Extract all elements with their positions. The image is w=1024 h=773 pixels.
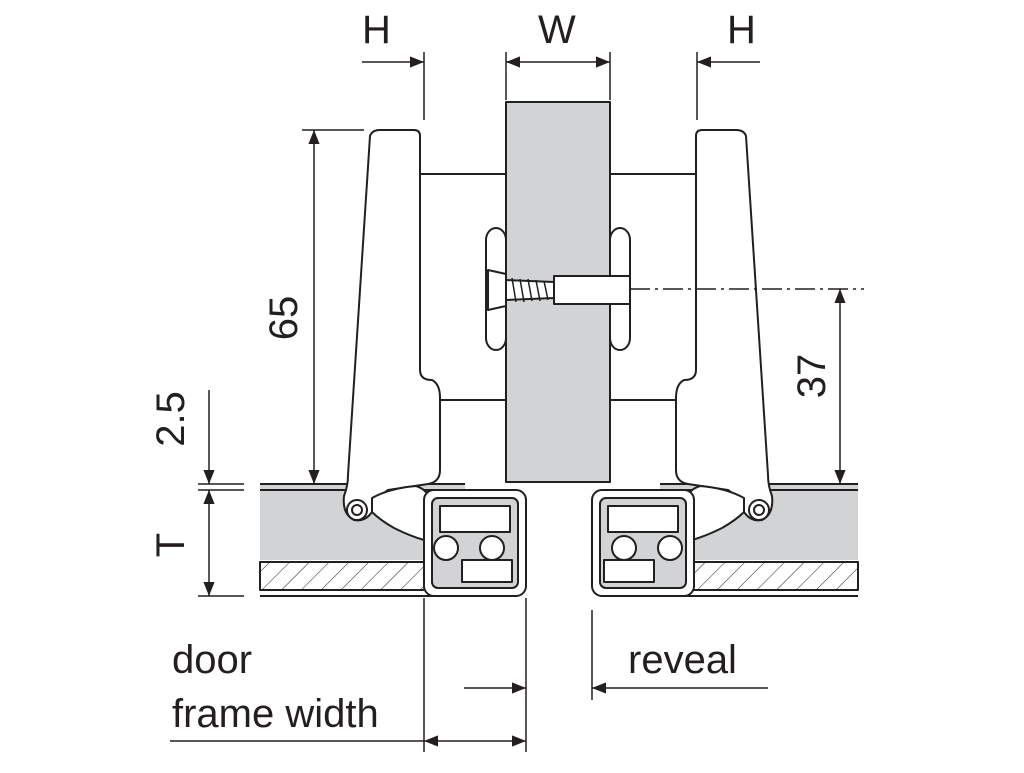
label-dim-37: 37 bbox=[790, 353, 834, 399]
label-door: door bbox=[172, 638, 253, 682]
label-reveal: reveal bbox=[628, 638, 737, 682]
label-h-right: H bbox=[727, 8, 756, 52]
label-dim-t: T bbox=[149, 532, 193, 558]
screw bbox=[487, 269, 631, 311]
label-h-left: H bbox=[362, 8, 391, 52]
hinge-arm-right bbox=[675, 129, 774, 522]
hinge-arm-left bbox=[342, 129, 441, 522]
label-frame-width: frame width bbox=[172, 692, 379, 736]
label-w: W bbox=[538, 8, 576, 52]
dimension-lines bbox=[170, 52, 864, 752]
label-dim-65: 65 bbox=[262, 295, 306, 341]
label-dim-2-5: 2.5 bbox=[149, 391, 193, 447]
frame-profile-left bbox=[423, 489, 527, 597]
frame-profile-right bbox=[591, 489, 695, 597]
